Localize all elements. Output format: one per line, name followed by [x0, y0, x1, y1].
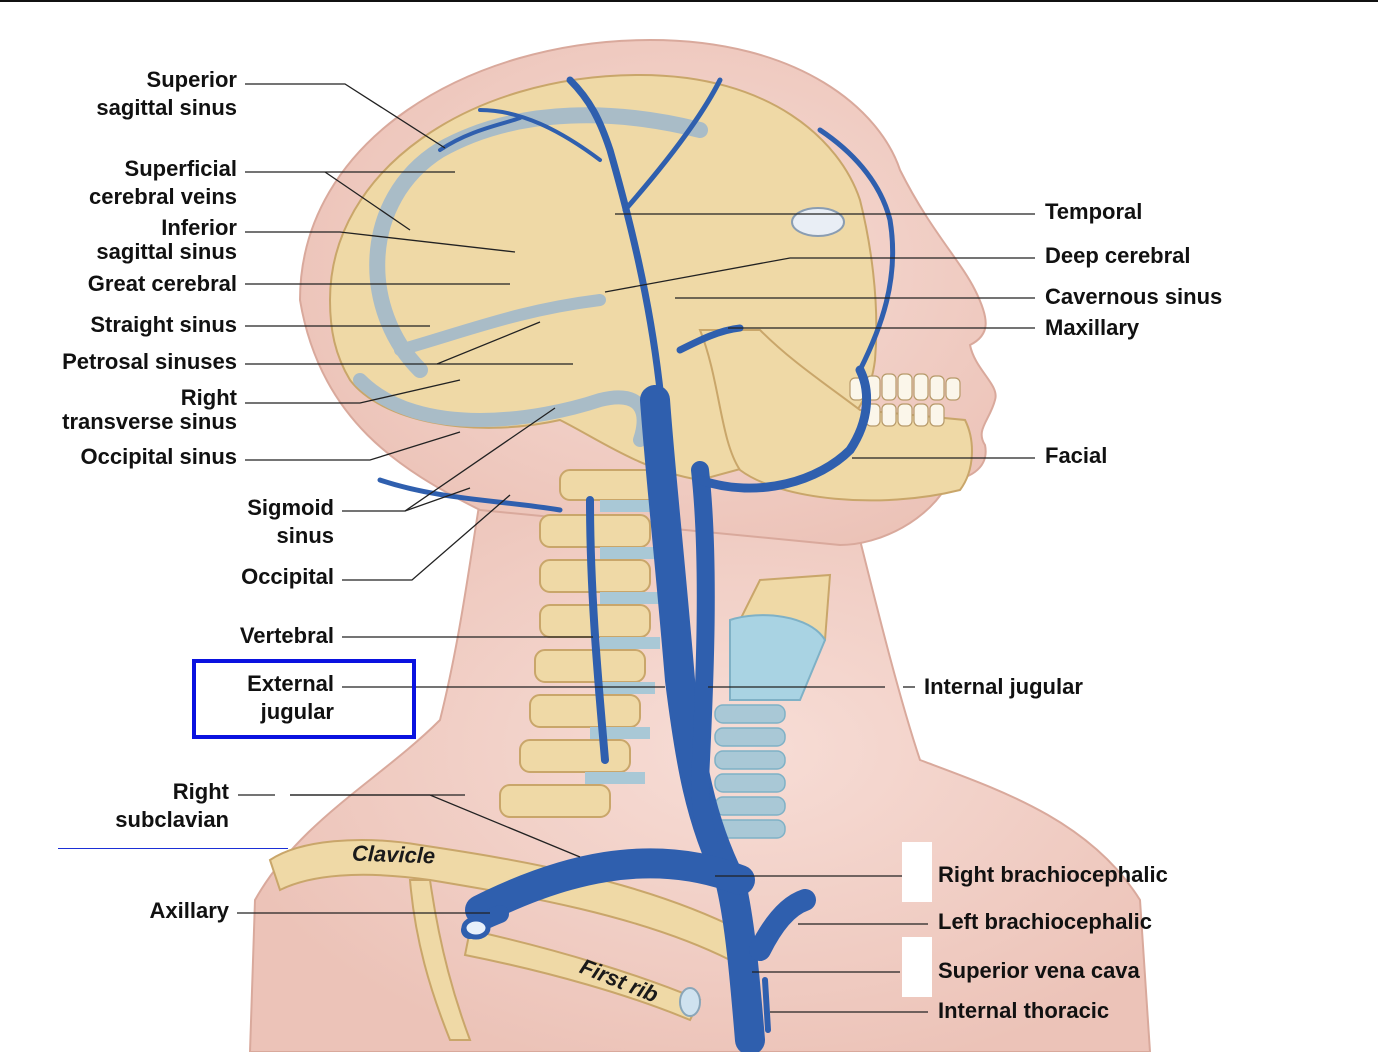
label-occipital: Occipital [241, 564, 334, 589]
internal-thoracic-vein [762, 977, 771, 1033]
label-axillary: Axillary [149, 898, 230, 923]
blue-underline-rule [58, 848, 288, 849]
thyroid-cartilage [729, 614, 827, 701]
label-great-cerebral: Great cerebral [87, 271, 237, 296]
straight-sinus-band [394, 294, 606, 356]
label-deep-cerebral: Deep cerebral [1045, 243, 1191, 268]
label-backing-superior-vena-cava [902, 937, 932, 997]
first-rib-end [679, 987, 701, 1017]
external-jugular-highlight-box [192, 659, 416, 739]
eye [791, 207, 845, 237]
right-brachiocephalic-vein [465, 848, 755, 925]
label-backing-right-subclavian [275, 780, 290, 840]
temporal-branch-2 [478, 108, 602, 162]
leader-lines-left [237, 83, 665, 914]
occipital-vein [377, 477, 563, 513]
label-maxillary: Maxillary [1045, 315, 1140, 340]
top-rule [0, 0, 1378, 2]
superficial-cerebral-vein [438, 116, 522, 152]
vertebral-vein [586, 496, 609, 764]
label-petrosal-sinuses: Petrosal sinuses [62, 349, 237, 374]
temporal-branch [622, 77, 723, 213]
label-clavicle: Clavicle [351, 840, 436, 869]
label-internal-thoracic: Internal thoracic [938, 998, 1110, 1023]
temporal-vein [566, 76, 664, 394]
label-vertebral: Vertebral [239, 623, 334, 648]
label-backing-right-brachiocephalic [902, 842, 932, 902]
leader-lines-right [604, 213, 1035, 1013]
veins [377, 76, 896, 1052]
intervertebral-discs [585, 500, 660, 784]
axillary-vein-lumen [461, 916, 491, 940]
label-superior-vena-cava: Superior vena cava [938, 958, 1140, 983]
label-right-brachiocephalic: Right brachiocephalic [938, 862, 1168, 887]
label-left-brachiocephalic: Left brachiocephalic [938, 909, 1152, 934]
facial-vein [695, 365, 872, 493]
label-straight-sinus: Straight sinus [90, 312, 237, 337]
maxillary-vein [676, 324, 744, 354]
label-occipital-sinus: Occipital sinus [80, 444, 238, 469]
first-rib-bone [408, 879, 702, 1041]
label-temporal: Temporal [1045, 199, 1143, 224]
external-jugular-vein [690, 461, 734, 889]
angular-vein [817, 127, 896, 373]
label-cavernous-sinus: Cavernous sinus [1045, 284, 1223, 309]
label-internal-jugular: Internal jugular [924, 674, 1083, 699]
trachea [714, 704, 786, 839]
label-facial: Facial [1045, 443, 1108, 468]
left-brachiocephalic-vein [749, 889, 816, 961]
